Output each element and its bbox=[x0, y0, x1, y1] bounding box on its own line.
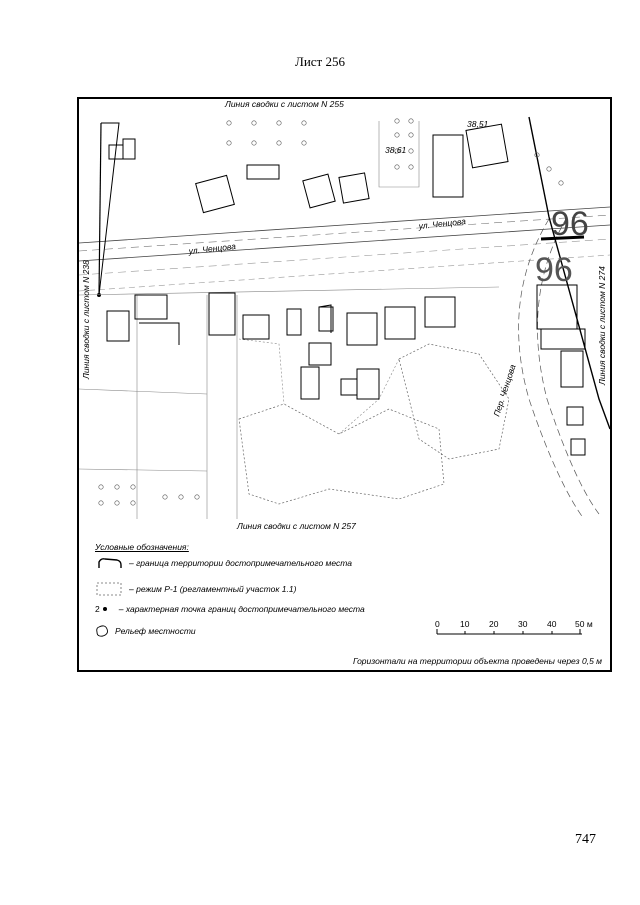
building bbox=[536, 284, 578, 330]
building bbox=[308, 342, 332, 366]
building bbox=[338, 172, 370, 204]
building bbox=[106, 310, 130, 342]
regime-symbol-icon bbox=[95, 582, 125, 596]
street-edge-south bbox=[79, 224, 610, 262]
trees bbox=[98, 118, 564, 506]
building bbox=[134, 294, 168, 320]
elevation-label: 38,51 bbox=[467, 119, 489, 129]
boundary-label-left: Линия сводки с листом N 238 bbox=[81, 260, 91, 380]
building bbox=[566, 406, 584, 426]
building bbox=[208, 292, 236, 336]
lane-edge-east bbox=[537, 216, 600, 515]
building bbox=[560, 350, 584, 388]
scale-label: 20 bbox=[489, 620, 499, 629]
scale-label: 50 м bbox=[575, 620, 593, 629]
street-axis bbox=[79, 214, 610, 252]
legend-item-point: 2 – характерная точка границ достопримеч… bbox=[95, 604, 365, 614]
boundary-label-bottom: Линия сводки с листом N 257 bbox=[236, 521, 356, 531]
building bbox=[122, 138, 136, 160]
point-icon bbox=[102, 607, 107, 611]
boundary-segment bbox=[540, 235, 585, 241]
building bbox=[356, 368, 380, 400]
site-boundary-line bbox=[528, 116, 610, 430]
scale-label: 10 bbox=[460, 620, 470, 629]
scale-label: 40 bbox=[547, 620, 557, 629]
elevation-label: 38,61 bbox=[385, 145, 407, 155]
lane-edge-west bbox=[518, 218, 585, 520]
regime-parcel bbox=[238, 403, 445, 505]
scale-label: 0 bbox=[435, 620, 440, 629]
building bbox=[286, 308, 302, 336]
street-edge-north bbox=[79, 206, 610, 244]
building bbox=[540, 328, 586, 350]
building bbox=[246, 164, 280, 180]
building bbox=[242, 314, 270, 340]
building bbox=[465, 123, 509, 169]
building bbox=[424, 296, 456, 328]
building bbox=[340, 378, 358, 396]
boundary-label-right: Линия сводки с листом N 274 bbox=[597, 266, 607, 386]
legend-item-regime: – режим Р-1 (регламентный участок 1.1) bbox=[95, 582, 296, 596]
site-plan-map: Линия сводки с листом N 255 Линия сводки… bbox=[79, 99, 610, 531]
area-number: 96 bbox=[551, 205, 589, 243]
regime-parcel bbox=[398, 343, 510, 460]
boundary-label-top: Линия сводки с листом N 255 bbox=[224, 99, 344, 109]
page-number: 747 bbox=[575, 832, 596, 847]
left-boundary-line bbox=[98, 122, 102, 296]
street-label: ул. Ченцова bbox=[187, 241, 236, 256]
legend: Условные обозначения: – граница территор… bbox=[79, 522, 610, 670]
boundary-arrow bbox=[98, 122, 120, 296]
map-frame bbox=[77, 97, 612, 672]
building bbox=[195, 174, 235, 214]
legend-item-relief: Рельеф местности bbox=[95, 624, 196, 638]
legend-heading: Условные обозначения: bbox=[95, 542, 189, 552]
scale-label: 30 bbox=[518, 620, 528, 629]
legend-item-boundary: – граница территории достопримечательног… bbox=[95, 556, 352, 570]
street-label: ул. Ченцова bbox=[417, 216, 466, 231]
building bbox=[570, 438, 586, 456]
area-number: 96 bbox=[535, 251, 573, 289]
relief-symbol-icon bbox=[95, 624, 111, 638]
building bbox=[384, 306, 416, 340]
building bbox=[302, 173, 336, 209]
lane-label: Пер. Ченцова bbox=[491, 363, 517, 418]
building bbox=[432, 134, 464, 198]
building bbox=[318, 306, 334, 332]
building bbox=[300, 366, 320, 400]
scale-bar: 0 10 20 30 40 50 м bbox=[435, 620, 593, 635]
boundary-symbol-icon bbox=[95, 556, 125, 570]
boundary-point bbox=[97, 293, 101, 297]
contour-note: Горизонтали на территории объекта провед… bbox=[352, 656, 602, 666]
sheet-title: Лист 256 bbox=[295, 54, 345, 69]
building bbox=[346, 312, 378, 346]
